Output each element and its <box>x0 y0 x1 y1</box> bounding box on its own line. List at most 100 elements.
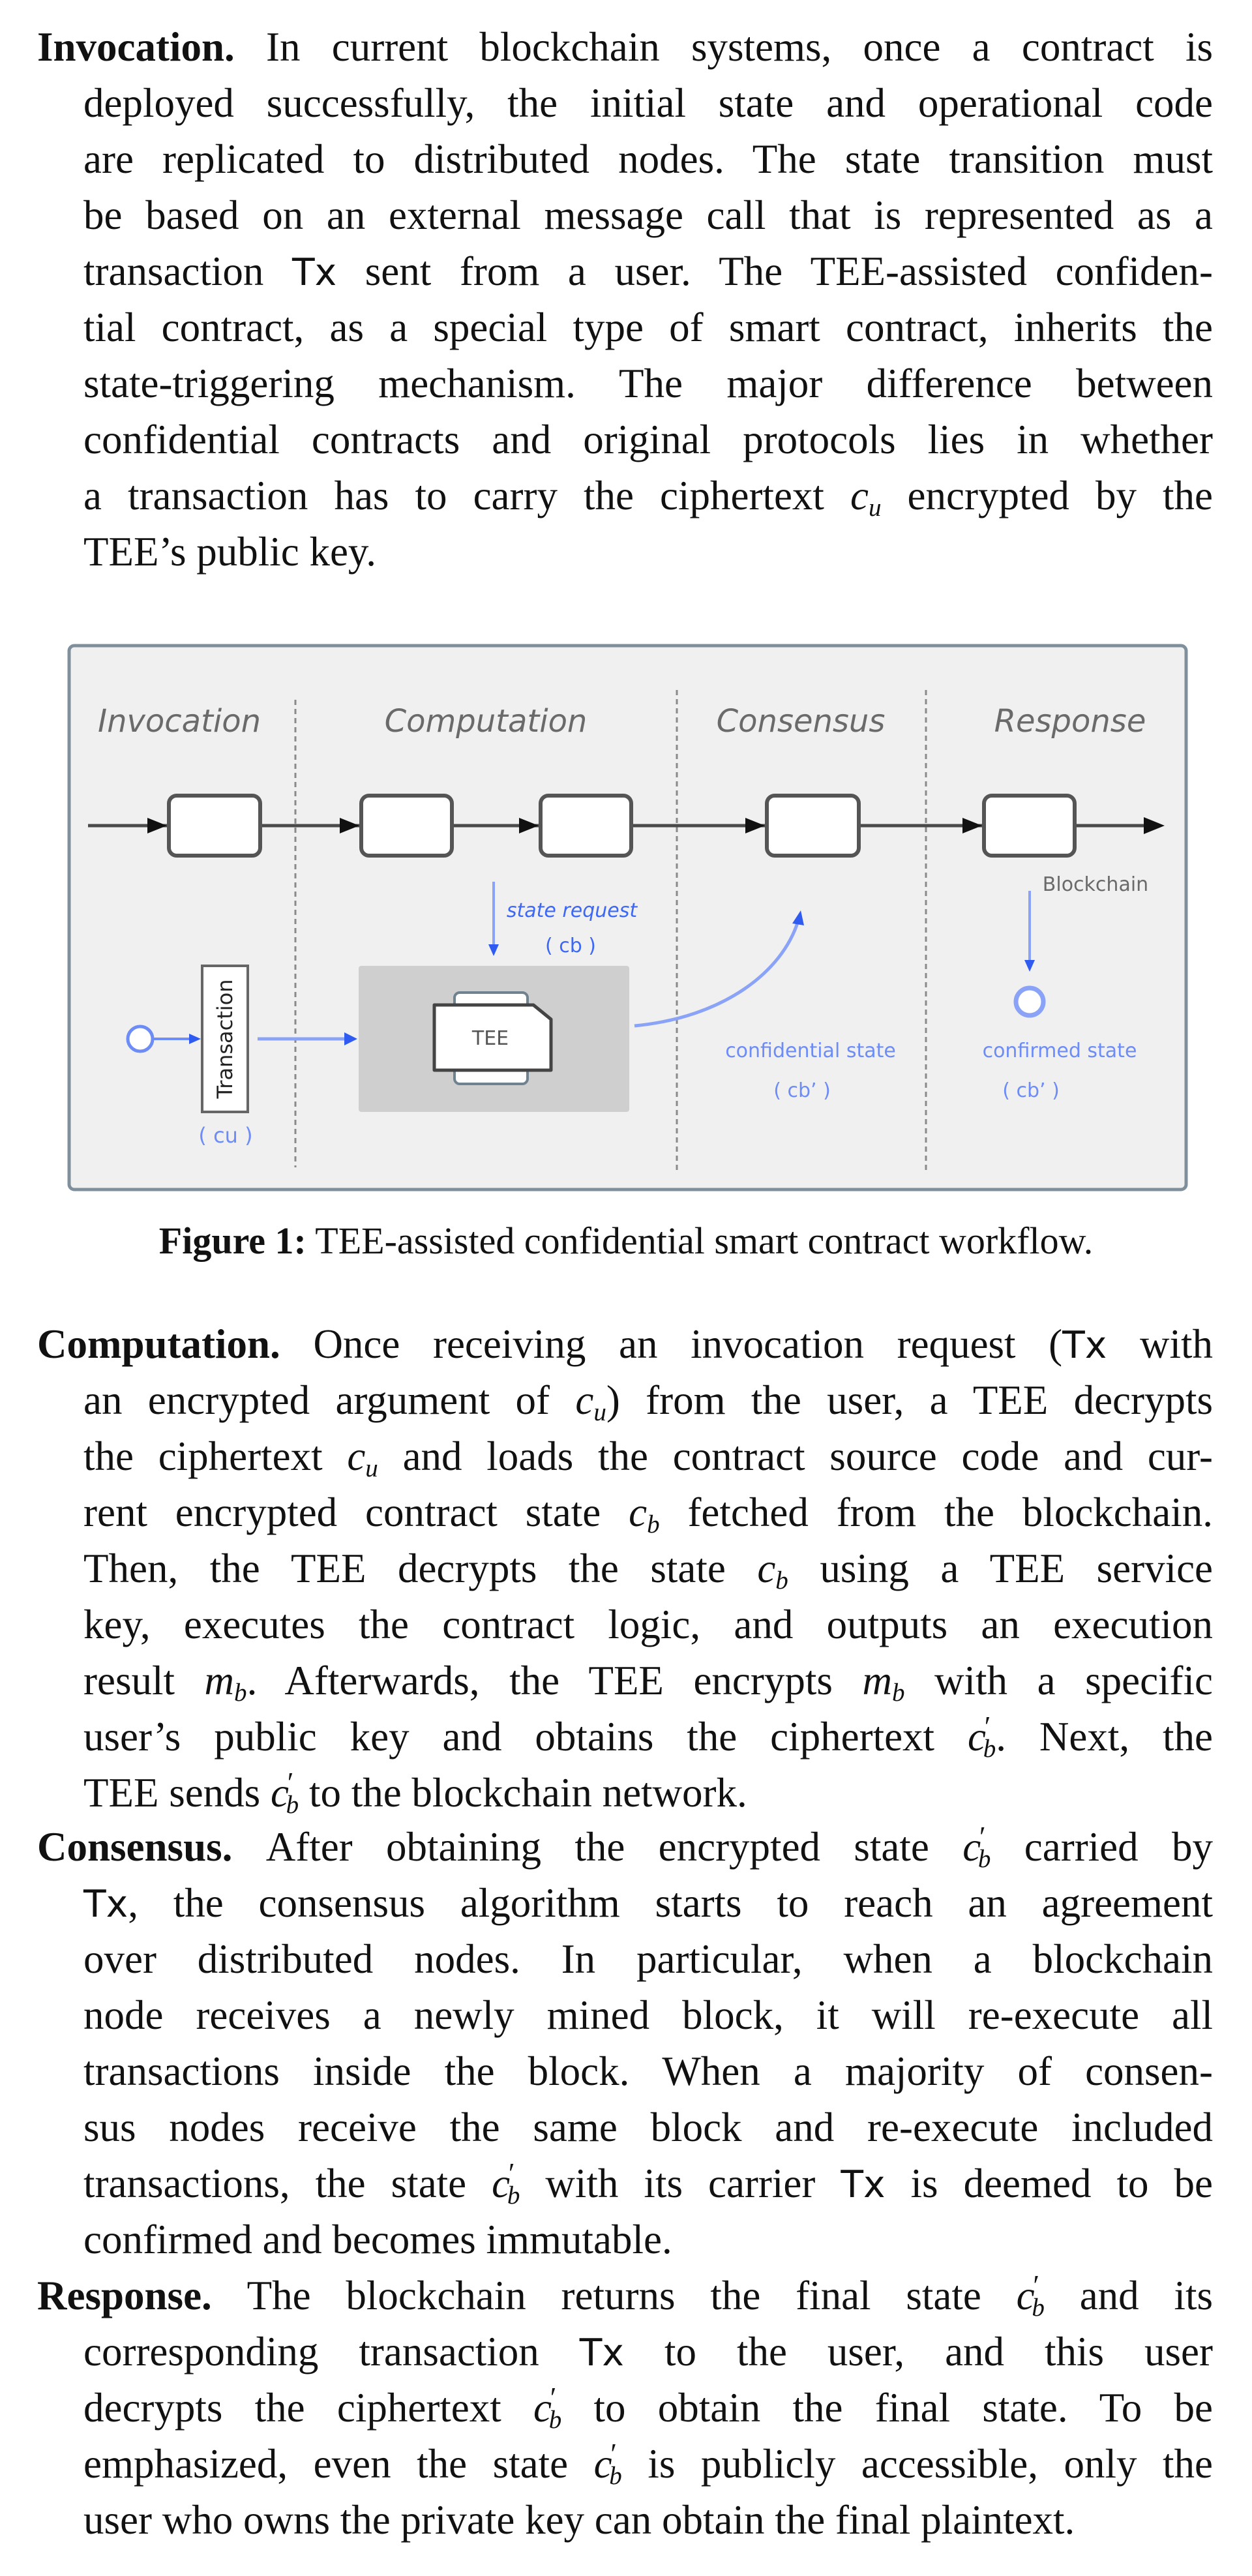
symbol-tx: Tx <box>579 2331 624 2374</box>
text-run: Then, the TEE decrypts the state <box>83 1546 758 1591</box>
block <box>765 794 861 858</box>
text-run: confirmed and becomes immutable. <box>83 2217 672 2262</box>
math-variable: c′b <box>270 1766 299 1819</box>
text-line: sus nodes receive the same block and re-… <box>83 2099 1213 2155</box>
text-run: rent encrypted contract state <box>83 1490 629 1535</box>
text-line: confidential contracts and original prot… <box>83 412 1213 468</box>
arrowhead <box>189 1034 201 1044</box>
text-line: decrypts the ciphertext c′b to obtain th… <box>83 2380 1213 2436</box>
arrowhead <box>488 944 499 956</box>
text-run: with <box>1107 1321 1213 1367</box>
text-line: TEE’s public key. <box>83 524 1213 580</box>
text-line: Invocation. In current blockchain system… <box>37 19 1213 75</box>
text-line: transactions inside the block. When a ma… <box>83 2043 1213 2099</box>
transaction-label: Transaction <box>213 979 237 1099</box>
text-run: to the user, and this user <box>623 2329 1213 2374</box>
text-run: Once receiving an invocation request ( <box>313 1321 1063 1367</box>
text-line: are replicated to distributed nodes. The… <box>83 131 1213 187</box>
figure-caption: Figure 1: TEE-assisted confidential smar… <box>0 1213 1252 1269</box>
text-line: transaction Tx sent from a user. The TEE… <box>83 243 1213 299</box>
math-variable: c′b <box>967 1710 996 1763</box>
text-run: state-triggering mechanism. The major di… <box>83 361 1213 406</box>
arrowhead <box>745 818 765 833</box>
confirmed-state-label: confirmed state <box>983 1040 1137 1062</box>
text-line: Tx, the consensus algorithm starts to re… <box>83 1875 1213 1931</box>
math-variable: cu <box>850 473 882 522</box>
text-line: rent encrypted contract state cb fetched… <box>83 1484 1213 1540</box>
text-run: user who owns the private key can obtain… <box>83 2497 1075 2543</box>
symbol-tx: Tx <box>292 251 337 294</box>
text-run: transactions, the state <box>83 2161 492 2206</box>
text-run: be based on an external message call tha… <box>83 192 1213 238</box>
paragraph-label: Response. <box>37 2273 247 2318</box>
text-run: user’s public key and obtains the cipher… <box>83 1714 968 1760</box>
tee-enclave <box>359 966 629 1112</box>
math-variable: c′b <box>533 2381 562 2434</box>
text-line: transactions, the state c′b with its car… <box>83 2155 1213 2211</box>
arrowhead <box>962 818 982 833</box>
blockchain-label: Blockchain <box>1043 873 1148 896</box>
text-run: an encrypted argument of <box>83 1377 576 1423</box>
math-variable: cu <box>575 1377 606 1426</box>
arrowhead <box>344 1032 357 1045</box>
text-run: TEE’s public key. <box>83 529 377 575</box>
math-variable: c′b <box>1016 2269 1045 2322</box>
text-run: ) from the user, a TEE decrypts <box>606 1377 1214 1423</box>
text-run: fetched from the blockchain. <box>659 1490 1213 1535</box>
text-line: over distributed nodes. In particular, w… <box>83 1931 1213 1987</box>
paragraph-label: Invocation. <box>37 24 267 70</box>
text-run: carried by <box>991 1824 1213 1870</box>
text-run: transactions inside the block. When a ma… <box>83 2048 1213 2094</box>
figure-caption-label: Figure 1: <box>158 1220 306 1262</box>
text-run: to the blockchain network. <box>299 1770 747 1816</box>
phase-label-invocation: Invocation <box>98 703 261 740</box>
text-line: Computation. Once receiving an invocatio… <box>37 1316 1213 1372</box>
state-request-label: state request <box>507 899 638 922</box>
math-variable: c′b <box>492 2157 520 2209</box>
text-run: transaction <box>83 248 292 294</box>
phase-label-computation: Computation <box>385 703 588 740</box>
blocks <box>167 794 1077 858</box>
block <box>359 794 454 858</box>
text-run: is deemed to be <box>885 2161 1213 2206</box>
text-line: node receives a newly mined block, it wi… <box>83 1987 1213 2043</box>
math-variable: mb <box>204 1658 247 1707</box>
text-line: be based on an external message call tha… <box>83 187 1213 243</box>
symbol-tx: Tx <box>1062 1324 1107 1367</box>
confidential-state-var: ( cb’ ) <box>773 1079 831 1102</box>
text-run: confidential contracts and original prot… <box>83 417 1213 462</box>
paragraph-label: Computation. <box>37 1321 314 1367</box>
tee-label: TEE <box>471 1027 509 1050</box>
figure-caption-text: TEE-assisted confidential smart contract… <box>306 1220 1094 1262</box>
math-variable: c′b <box>593 2437 622 2490</box>
text-line: Response. The blockchain returns the fin… <box>37 2268 1213 2324</box>
text-run: , the consensus algorithm starts to reac… <box>128 1880 1213 1926</box>
tee-chip-icon <box>432 991 553 1085</box>
text-line: corresponding transaction Tx to the user… <box>83 2324 1213 2380</box>
confirmed-state-var: ( cb’ ) <box>1002 1079 1060 1102</box>
text-line: result mb. Afterwards, the TEE encrypts … <box>83 1653 1213 1709</box>
state-request-var: ( cb ) <box>545 935 596 957</box>
text-run: are replicated to distributed nodes. The… <box>83 136 1213 182</box>
block <box>982 794 1077 858</box>
text-run: key, executes the contract logic, and ou… <box>83 1602 1213 1647</box>
text-run: decrypts the ciphertext <box>83 2385 534 2431</box>
text-run: corresponding transaction <box>83 2329 580 2374</box>
text-run: TEE sends <box>83 1770 271 1816</box>
text-line: confirmed and becomes immutable. <box>83 2211 1213 2268</box>
text-run: . Next, the <box>996 1714 1213 1760</box>
phase-label-consensus: Consensus <box>717 703 886 740</box>
math-variable: c′b <box>962 1820 991 1873</box>
phase-label-response: Response <box>994 703 1146 740</box>
transaction-box <box>201 965 249 1113</box>
text-run: emphasized, even the state <box>83 2441 594 2487</box>
block <box>167 794 262 858</box>
text-line: deployed successfully, the initial state… <box>83 75 1213 131</box>
text-run: sus nodes receive the same block and re-… <box>83 2104 1213 2150</box>
text-run: node receives a newly mined block, it wi… <box>83 1992 1213 2038</box>
arrowhead <box>519 818 539 833</box>
text-line: user’s public key and obtains the cipher… <box>83 1709 1213 1765</box>
text-run: is publicly accessible, only the <box>621 2441 1213 2487</box>
text-run: with a specific <box>904 1658 1214 1703</box>
arrowhead <box>340 818 359 833</box>
